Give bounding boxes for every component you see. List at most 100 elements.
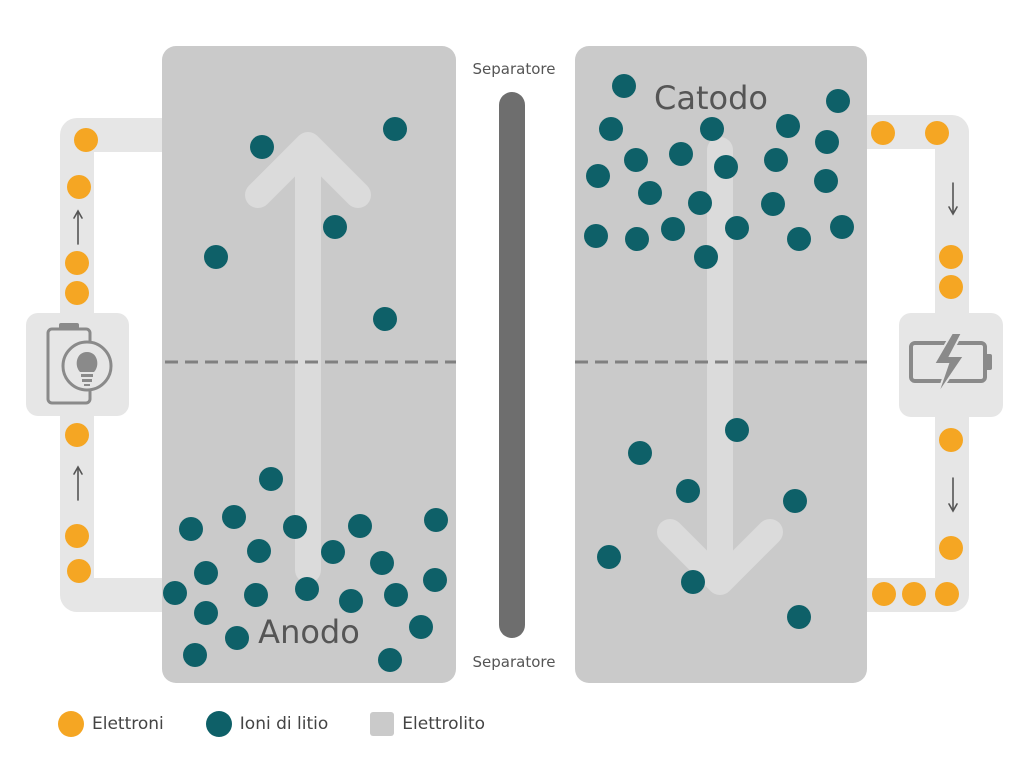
- lithium-ion: [339, 589, 363, 613]
- separator-top-label: Separatore: [473, 60, 556, 78]
- left-electrons: [65, 128, 98, 583]
- legend-label: Elettroni: [92, 714, 164, 734]
- lithium-ion: [628, 441, 652, 465]
- anode-ions: [163, 117, 448, 672]
- lithium-ion: [830, 215, 854, 239]
- cathode-down-arrow: [657, 137, 783, 595]
- anode-up-arrow: [245, 132, 371, 583]
- electrolyte-swatch: [370, 712, 395, 736]
- lithium-ion: [815, 130, 839, 154]
- lithium-ion: [384, 583, 408, 607]
- lithium-ion: [681, 570, 705, 594]
- lithium-ion: [612, 74, 636, 98]
- cathode-label: Catodo: [654, 79, 768, 117]
- right-electrons: [871, 121, 963, 606]
- lithium-ion: [283, 515, 307, 539]
- lithium-ion: [423, 568, 447, 592]
- arrow-up-icon: [73, 209, 83, 245]
- lithium-ion: [638, 181, 662, 205]
- lithium-ion: [373, 307, 397, 331]
- electron: [872, 582, 896, 606]
- lithium-ion: [787, 605, 811, 629]
- electron: [902, 582, 926, 606]
- lithium-ion: [714, 155, 738, 179]
- lithium-ion: [783, 489, 807, 513]
- lithium-ion: [383, 117, 407, 141]
- lithium-ion: [250, 135, 274, 159]
- lithium-ion: [584, 224, 608, 248]
- lithium-ion: [222, 505, 246, 529]
- electron: [65, 423, 89, 447]
- electron: [939, 245, 963, 269]
- anode-label: Anodo: [258, 613, 360, 651]
- lithium-ion: [370, 551, 394, 575]
- lithium-ion: [725, 418, 749, 442]
- lithium-ion: [725, 216, 749, 240]
- lithium-ion: [225, 626, 249, 650]
- lithium-ion: [194, 561, 218, 585]
- lithium-ion: [625, 227, 649, 251]
- lithium-ion: [597, 545, 621, 569]
- arrow-down-icon: [948, 477, 958, 513]
- electron: [925, 121, 949, 145]
- battery-charging-icon: [899, 313, 1003, 417]
- ion-swatch: [205, 711, 232, 737]
- electron: [939, 536, 963, 560]
- lithium-ion: [323, 215, 347, 239]
- legend-label: Elettrolito: [402, 714, 486, 734]
- lithium-ion: [259, 467, 283, 491]
- lithium-ion: [776, 114, 800, 138]
- lithium-ion: [826, 89, 850, 113]
- electron: [939, 428, 963, 452]
- legend-label: Ioni di litio: [239, 714, 329, 734]
- legend-item-electrolyte: Elettrolito: [370, 712, 485, 736]
- lithium-ion: [586, 164, 610, 188]
- electron: [67, 175, 91, 199]
- lithium-ion: [669, 142, 693, 166]
- electron: [65, 524, 89, 548]
- lithium-ion: [688, 191, 712, 215]
- lithium-ion: [244, 583, 268, 607]
- lithium-ion: [787, 227, 811, 251]
- lithium-ion: [700, 117, 724, 141]
- lithium-ion: [599, 117, 623, 141]
- lithium-ion: [761, 192, 785, 216]
- lithium-ion: [183, 643, 207, 667]
- lithium-ion: [194, 601, 218, 625]
- electron-swatch: [58, 711, 84, 737]
- arrow-down-icon: [948, 182, 958, 216]
- electron: [65, 281, 89, 305]
- electron: [935, 582, 959, 606]
- lithium-ion: [676, 479, 700, 503]
- electron: [65, 251, 89, 275]
- lithium-ion: [295, 577, 319, 601]
- battery-bulb-icon: [26, 313, 129, 416]
- legend-item-electrons: Elettroni: [58, 711, 164, 737]
- lithium-ion: [694, 245, 718, 269]
- legend-item-ions: Ioni di litio: [205, 711, 329, 737]
- electron: [67, 559, 91, 583]
- lithium-ion: [321, 540, 345, 564]
- lithium-ion: [624, 148, 648, 172]
- lithium-ion: [661, 217, 685, 241]
- lithium-ion: [179, 517, 203, 541]
- cathode-ions: [584, 74, 854, 629]
- electron: [74, 128, 98, 152]
- legend: Elettroni Ioni di litio Elettrolito: [58, 708, 527, 740]
- lithium-ion: [764, 148, 788, 172]
- lithium-ion: [163, 581, 187, 605]
- lithium-ion: [378, 648, 402, 672]
- left-flow-arrows: [73, 209, 83, 501]
- lithium-ion: [247, 539, 271, 563]
- arrow-up-icon: [73, 465, 83, 501]
- lithium-ion: [814, 169, 838, 193]
- electron: [871, 121, 895, 145]
- electron: [939, 275, 963, 299]
- lithium-ion: [348, 514, 372, 538]
- lithium-ion: [424, 508, 448, 532]
- lithium-ion: [409, 615, 433, 639]
- separator-bottom-label: Separatore: [473, 653, 556, 671]
- right-flow-arrows: [948, 182, 958, 513]
- lithium-ion: [204, 245, 228, 269]
